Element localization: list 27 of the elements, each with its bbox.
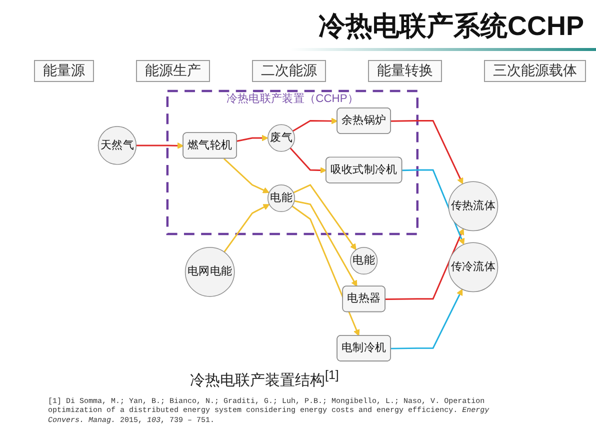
node-circle: 废气 bbox=[268, 124, 296, 152]
column-heading: 三次能源载体 bbox=[484, 60, 586, 82]
node-circle: 电能 bbox=[350, 247, 378, 275]
node-circle: 传热流体 bbox=[448, 181, 498, 232]
node-circle: 天然气 bbox=[98, 126, 137, 165]
node-circle: 传冷流体 bbox=[448, 242, 498, 292]
node-circle: 电网电能 bbox=[184, 247, 235, 297]
column-heading: 能量转换 bbox=[368, 60, 442, 82]
arrow bbox=[224, 158, 270, 194]
arrow bbox=[390, 120, 464, 184]
column-heading: 能源生产 bbox=[136, 60, 210, 82]
column-heading: 二次能源 bbox=[252, 60, 326, 82]
column-heading: 能量源 bbox=[34, 60, 94, 82]
arrow bbox=[390, 288, 463, 350]
node-circle: 电能 bbox=[268, 184, 296, 212]
arrow bbox=[292, 206, 360, 336]
arrow bbox=[292, 118, 338, 132]
arrow bbox=[293, 184, 356, 250]
arrow bbox=[224, 204, 270, 252]
arrow bbox=[294, 200, 358, 287]
caption: 冷热电联产装置结构$^{[1]}$ bbox=[190, 368, 339, 390]
arrow bbox=[402, 169, 465, 245]
arrow bbox=[385, 228, 464, 300]
arrow bbox=[290, 147, 327, 174]
title: 冷热电联产系统CCHP bbox=[318, 10, 584, 43]
arrow bbox=[236, 134, 268, 142]
arrow bbox=[136, 142, 184, 149]
